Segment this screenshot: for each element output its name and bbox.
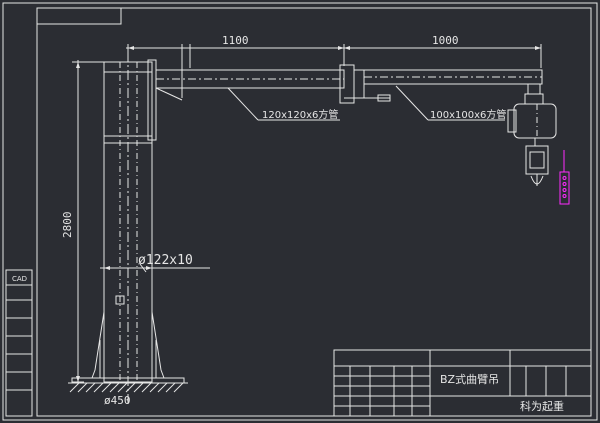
column xyxy=(71,52,185,404)
side-block xyxy=(5,269,33,417)
company-name: 科为起重 xyxy=(520,399,564,413)
pendant-control xyxy=(559,150,570,205)
ground-hatch xyxy=(68,382,188,393)
drawing-title: BZ式曲臂吊 xyxy=(440,373,499,386)
column-spec-label: ø122x10 xyxy=(138,253,193,268)
column-door xyxy=(115,295,125,305)
title-block xyxy=(333,349,592,417)
top-corner-box xyxy=(36,7,122,25)
electric-hoist xyxy=(507,83,557,186)
arm-1 xyxy=(155,69,345,101)
arm1-length-dim: 1100 xyxy=(222,34,249,47)
arm2-length-dim: 1000 xyxy=(432,34,459,47)
arm1-tube-spec: 120x120x6方管 xyxy=(262,108,338,121)
arm2-leader xyxy=(395,85,429,121)
arm2-tube-spec: 100x100x6方管 xyxy=(430,108,506,121)
arm-dims xyxy=(126,44,542,98)
side-block-heading: CAD xyxy=(12,275,27,283)
inner-border xyxy=(36,7,592,417)
base-diameter-dim: ø450 xyxy=(104,394,131,407)
arm1-leader xyxy=(227,87,259,121)
column-height-dim: 2800 xyxy=(61,212,74,239)
arm-2 xyxy=(363,69,543,85)
dimension-arrows xyxy=(76,46,541,382)
